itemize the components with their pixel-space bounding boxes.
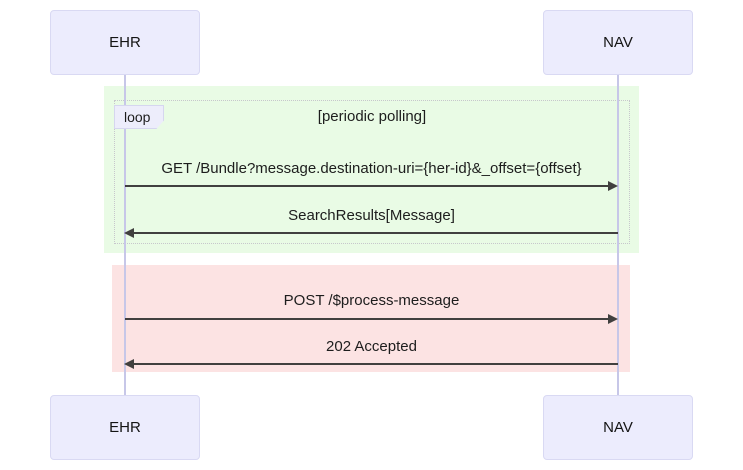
message-arrow-head-2 [124,228,134,238]
message-arrow-head-1 [608,181,618,191]
message-arrow-line-1 [125,185,609,187]
participant-label-ehr-top: EHR [109,34,141,51]
participant-label-nav-top: NAV [603,34,633,51]
loop-fragment-border [114,100,630,244]
message-arrow-line-2 [134,232,618,234]
message-label-3: POST /$process-message [283,292,460,309]
participant-label-nav-bottom: NAV [603,419,633,436]
loop-operator-label: loop [114,105,165,129]
message-arrow-head-4 [124,359,134,369]
loop-condition-label: [periodic polling] [317,108,427,125]
participant-box-ehr-bottom[interactable]: EHR [50,395,200,460]
message-arrow-head-3 [608,314,618,324]
lifeline-nav [617,75,619,395]
message-label-2: SearchResults[Message] [288,207,455,224]
message-arrow-line-3 [125,318,609,320]
message-arrow-line-4 [134,363,618,365]
message-label-1: GET /Bundle?message.destination-uri={her… [161,160,582,177]
participant-label-ehr-bottom: EHR [109,419,141,436]
participant-box-nav-top[interactable]: NAV [543,10,693,75]
message-label-4: 202 Accepted [326,338,417,355]
participant-box-ehr-top[interactable]: EHR [50,10,200,75]
participant-box-nav-bottom[interactable]: NAV [543,395,693,460]
loop-fragment-background [104,86,639,253]
